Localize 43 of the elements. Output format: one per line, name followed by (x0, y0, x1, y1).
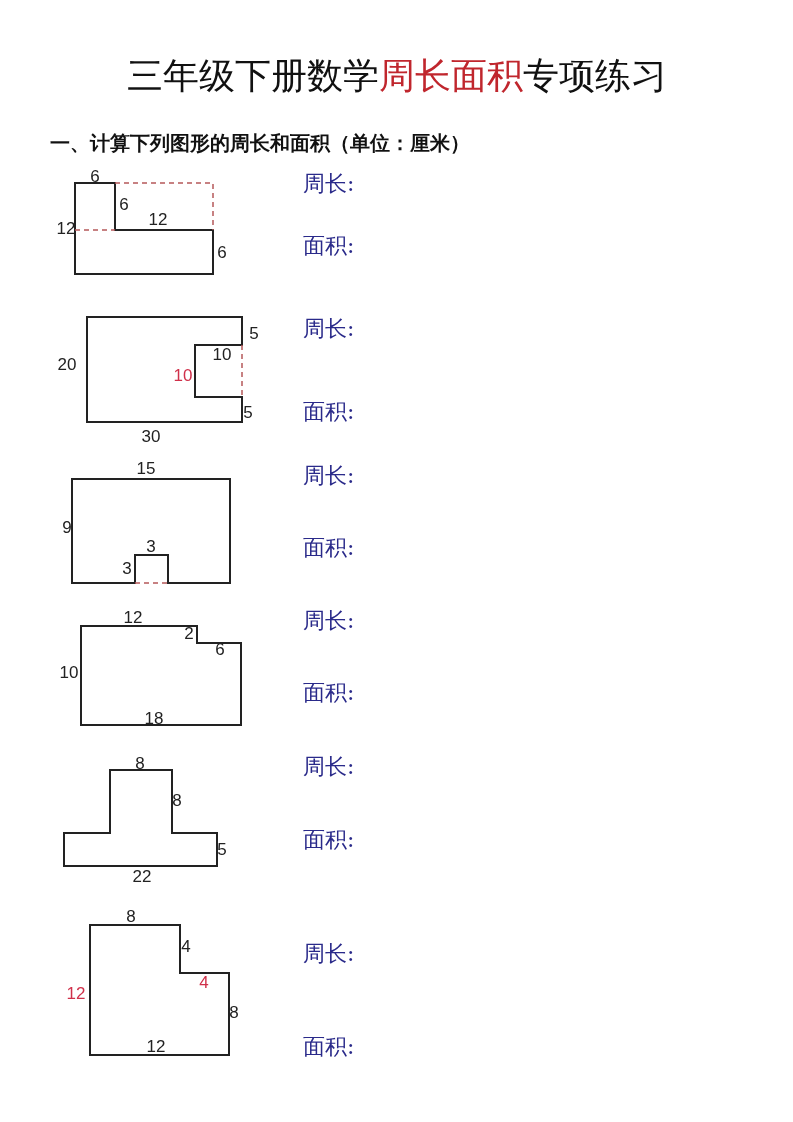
dimension-label: 8 (135, 754, 145, 772)
answer-prompt: 周长: (303, 465, 355, 487)
dimension-label: 12 (146, 1037, 166, 1055)
answer-prompt: 面积: (303, 235, 355, 257)
dimension-label: 5 (249, 324, 259, 342)
answer-prompt: 面积: (303, 829, 355, 851)
dimension-label: 18 (144, 709, 164, 727)
dimension-label: 20 (57, 355, 77, 373)
dimension-label: 6 (119, 195, 129, 213)
answer-prompt: 周长: (303, 610, 355, 632)
dimension-label: 12 (123, 608, 143, 626)
dimension-label: 5 (243, 403, 253, 421)
dimension-label: 6 (217, 243, 227, 261)
dimension-label: 12 (56, 219, 76, 237)
dimension-label: 15 (136, 459, 156, 477)
answer-prompt: 周长: (303, 318, 355, 340)
dimension-label: 5 (217, 840, 227, 858)
dimension-label: 10 (173, 366, 193, 384)
dimension-label: 22 (132, 867, 152, 885)
worksheet-title: 三年级下册数学周长面积专项练习 (125, 54, 668, 98)
dimension-label: 3 (146, 537, 156, 555)
dimension-label: 2 (184, 624, 194, 642)
dimension-label: 10 (59, 663, 79, 681)
dimension-label: 8 (172, 791, 182, 809)
dimension-label: 8 (126, 907, 136, 925)
answer-prompt: 面积: (303, 682, 355, 704)
dimension-label: 9 (62, 518, 72, 536)
answer-prompt: 周长: (303, 943, 355, 965)
dimension-label: 4 (181, 937, 191, 955)
dimension-label: 4 (199, 973, 209, 991)
answer-prompt: 周长: (303, 173, 355, 195)
answer-prompt: 面积: (303, 401, 355, 423)
dimension-label: 12 (148, 210, 168, 228)
section-heading: 一、计算下列图形的周长和面积（单位：厘米） (50, 133, 470, 153)
dimension-label: 8 (229, 1003, 239, 1021)
answer-prompt: 面积: (303, 1036, 355, 1058)
answer-prompt: 周长: (303, 756, 355, 778)
dimension-label: 30 (141, 427, 161, 445)
dimension-label: 12 (66, 984, 86, 1002)
answer-prompt: 面积: (303, 537, 355, 559)
dimension-label: 6 (90, 167, 100, 185)
dimension-label: 10 (212, 345, 232, 363)
dimension-label: 3 (122, 559, 132, 577)
